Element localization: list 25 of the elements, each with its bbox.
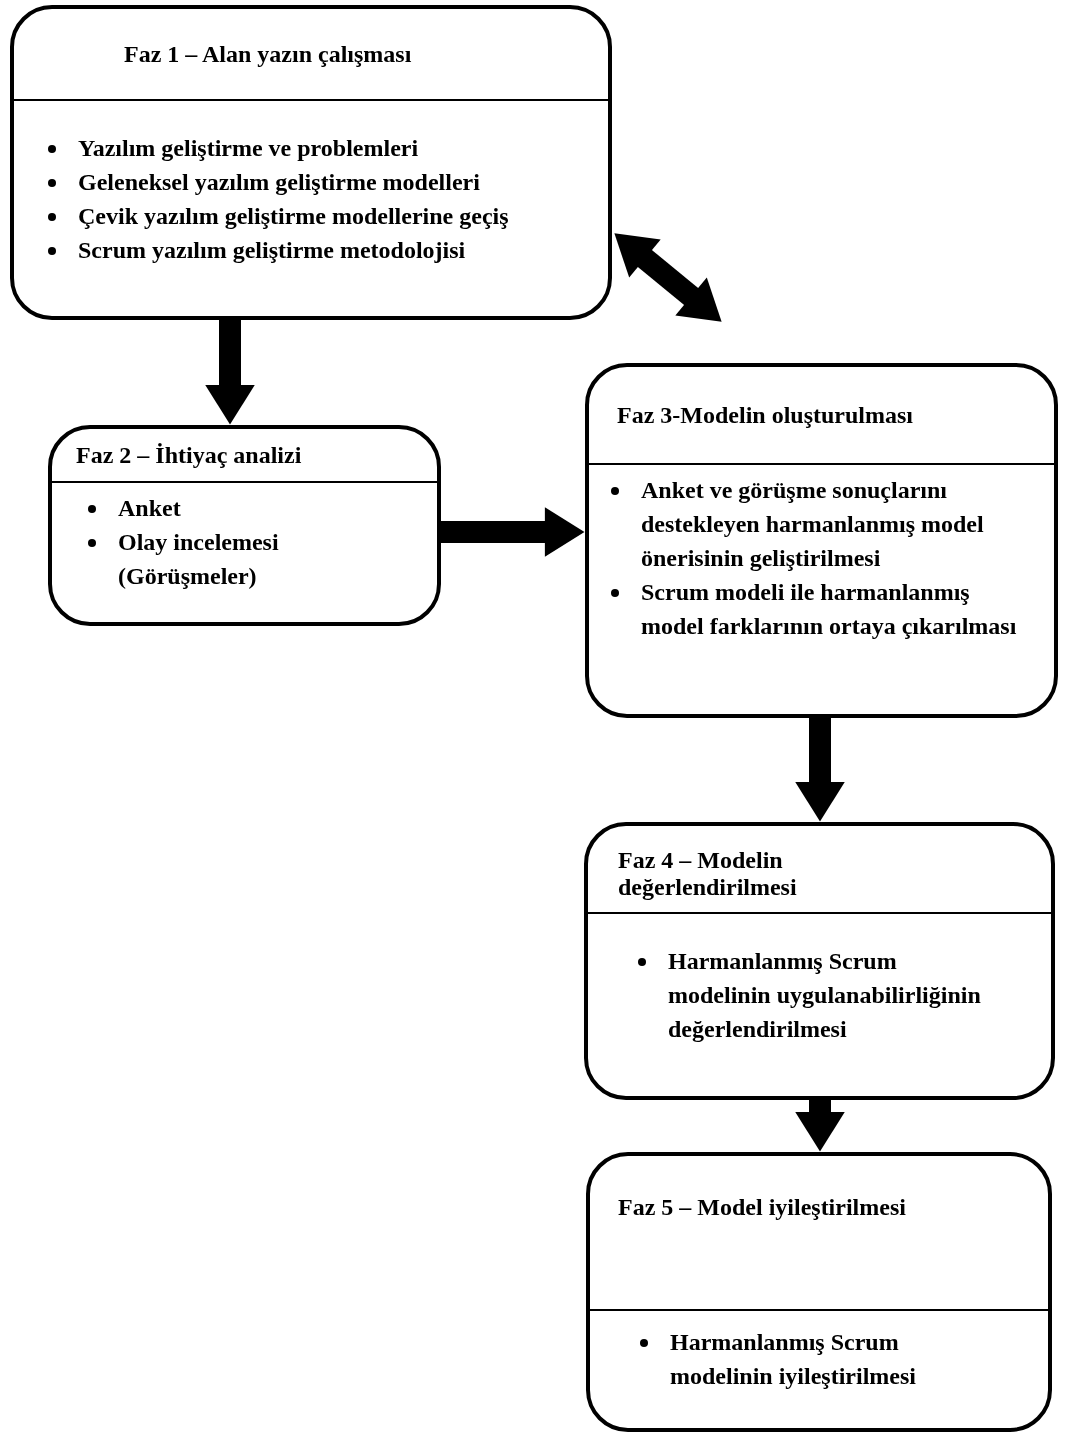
bullet-item: Harmanlanmış Scrum modelinin iyileştirilmesi <box>670 1329 916 1389</box>
arrow <box>795 1100 845 1152</box>
phase-box <box>585 363 1058 718</box>
bullet-item: Olay incelemesi (Görüşmeler) <box>118 529 279 589</box>
arrow <box>795 718 845 822</box>
bullet-item: Anket <box>118 495 181 521</box>
phase-box <box>48 425 441 626</box>
phase-title: Faz 4 – Modelin değerlendirilmesi <box>618 847 798 901</box>
phase-title: Faz 1 – Alan yazın çalışması <box>124 40 412 68</box>
phase-box <box>586 1152 1052 1432</box>
bullet-item: Geleneksel yazılım geliştirme modelleri <box>78 169 480 195</box>
bullet-item: Anket ve görüşme sonuçlarını destekleyen harmanlanmış model önerisinin geliştirilmesi <box>641 477 984 571</box>
arrow <box>441 507 585 557</box>
phase-box <box>584 822 1055 1100</box>
phase-title: Faz 5 – Model iyileştirilmesi <box>618 1194 906 1221</box>
arrow <box>205 320 255 425</box>
phase-title: Faz 2 – İhtiyaç analizi <box>76 441 302 469</box>
bullet-item: Scrum yazılım geliştirme metodolojisi <box>78 237 466 263</box>
phase-title: Faz 3-Modelin oluşturulması <box>617 401 913 429</box>
bullet-item: Yazılım geliştirme ve problemleri <box>78 135 419 161</box>
bullet-item: Scrum modeli ile harmanlanmış model farklarının ortaya çıkarılması <box>641 579 1017 639</box>
phase-box <box>10 5 612 320</box>
arrow <box>614 233 722 322</box>
bullet-item: Çevik yazılım geliştirme modellerine geçiş <box>78 203 509 229</box>
bullet-item: Harmanlanmış Scrum modelinin uygulanabilirliğinin değerlendirilmesi <box>668 948 981 1042</box>
